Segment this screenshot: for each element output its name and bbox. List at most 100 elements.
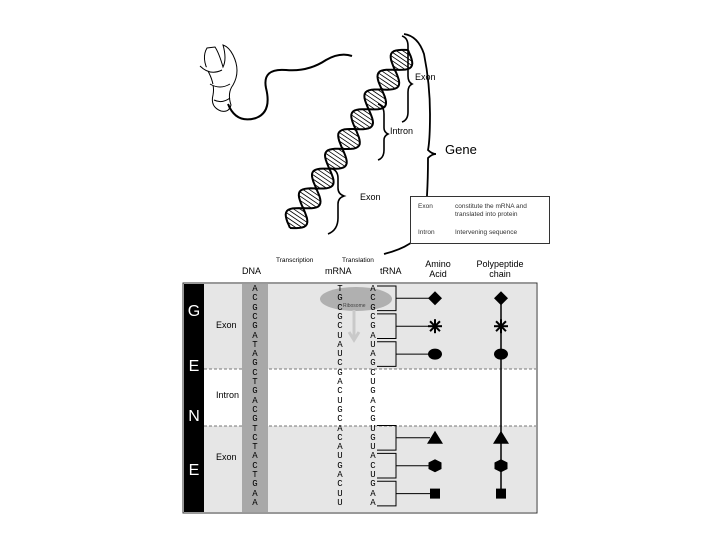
helix-rung — [386, 69, 399, 79]
dna-base: G — [252, 479, 258, 490]
trna-base: U — [370, 423, 376, 434]
helix-rung — [377, 89, 384, 94]
trna-base: C — [370, 367, 376, 378]
helix-rung — [338, 131, 360, 147]
mrna-base: C — [337, 386, 343, 397]
ribosome-arrow — [347, 310, 361, 343]
helix-rung — [307, 188, 320, 197]
trna-base: U — [370, 377, 376, 387]
amino-acid-asterisk — [428, 319, 442, 334]
mrna-base: C — [337, 302, 343, 313]
mrna-base: C — [337, 358, 343, 369]
dna-base: T — [252, 423, 258, 434]
mrna-base: U — [337, 488, 343, 499]
dna-base: T — [252, 470, 258, 480]
legend-desc-intron: Intervening sequence — [455, 229, 518, 236]
dna-base: G — [252, 302, 258, 313]
dna-base: G — [252, 358, 258, 369]
trna-base: G — [370, 302, 376, 313]
trna-base: A — [370, 451, 376, 462]
helix-rung — [299, 199, 312, 209]
trna-base: C — [370, 404, 376, 415]
mrna-base: A — [337, 470, 343, 480]
helix-rung — [390, 59, 406, 70]
polypeptide-header: Polypeptide chain — [476, 259, 524, 279]
trna-base: G — [370, 479, 376, 490]
helix-rung — [377, 76, 396, 89]
helix-rung — [337, 148, 345, 154]
trna-base: G — [370, 432, 376, 443]
mrna-base: U — [337, 497, 343, 508]
helix-rung — [302, 189, 321, 202]
exon-top-label: Exon — [415, 72, 436, 82]
helix-rung — [371, 89, 386, 100]
trna-base: A — [370, 284, 376, 294]
helix-rung — [313, 170, 334, 185]
codon-bracket — [377, 341, 430, 367]
helix-rung — [392, 65, 400, 71]
exon-bottom-bracket — [327, 167, 347, 235]
trna-base: A — [370, 488, 376, 499]
dna-base: T — [252, 377, 258, 387]
mrna-base: G — [337, 404, 343, 415]
trna-base: A — [370, 349, 376, 360]
amino-acid-circle — [428, 348, 442, 360]
gene-letter: E — [188, 358, 200, 375]
helix-rung — [299, 191, 320, 206]
transcription-label: Transcription — [276, 257, 314, 264]
dna-base: A — [252, 284, 258, 294]
mrna-base: A — [337, 339, 343, 350]
dna-base: C — [252, 367, 258, 378]
helix-rung — [381, 70, 400, 84]
dna-base: G — [252, 321, 258, 332]
gene-letter: E — [188, 462, 200, 479]
translation-label: Translation — [342, 257, 374, 264]
trna-base: A — [370, 395, 376, 406]
trna-base: G — [370, 414, 376, 425]
trna-base: G — [370, 358, 376, 369]
gene-label: Gene — [445, 142, 477, 157]
trna-base: C — [370, 460, 376, 471]
helix-rung — [298, 207, 306, 213]
mrna-base: A — [337, 442, 343, 453]
trna-base: C — [370, 311, 376, 322]
helix-rung — [351, 119, 367, 130]
mrna-base: A — [337, 423, 343, 434]
mrna-base: C — [337, 479, 343, 490]
dna-base: T — [252, 442, 258, 453]
dna-strand — [227, 53, 353, 121]
mrna-base: A — [337, 377, 343, 387]
mrna-base: T — [337, 284, 343, 294]
helix-rung — [317, 168, 334, 181]
helix-rung — [338, 140, 352, 150]
helix-rung — [390, 55, 410, 69]
trna-base: U — [370, 339, 376, 350]
dna-base: A — [252, 349, 258, 360]
codon-bracket — [377, 313, 430, 339]
mrna-base: C — [337, 414, 343, 425]
mrna-base: U — [337, 330, 343, 341]
dna-base: G — [252, 414, 258, 425]
dna-base: G — [252, 386, 258, 397]
mrna-base: U — [337, 451, 343, 462]
helix-rung — [356, 109, 374, 122]
amino-acid-hexagon — [428, 459, 442, 473]
chromosome-icon — [199, 44, 238, 112]
helix-rung — [378, 81, 391, 90]
codon-bracket — [377, 452, 430, 479]
dna-base: A — [252, 451, 258, 462]
trna-base: C — [370, 293, 376, 304]
helix-rung — [288, 209, 308, 223]
trna-base: A — [370, 330, 376, 341]
amino-acid-header: Amino Acid — [425, 259, 451, 279]
dna-base: A — [252, 488, 258, 499]
helix-rung — [285, 212, 306, 227]
helix-rung — [314, 184, 321, 189]
trna-base: A — [370, 497, 376, 508]
mrna-base: U — [337, 349, 343, 360]
double-helix — [284, 48, 414, 230]
mrna-base: U — [337, 395, 343, 406]
codon-bracket — [377, 480, 430, 507]
codon-bracket — [377, 425, 430, 451]
